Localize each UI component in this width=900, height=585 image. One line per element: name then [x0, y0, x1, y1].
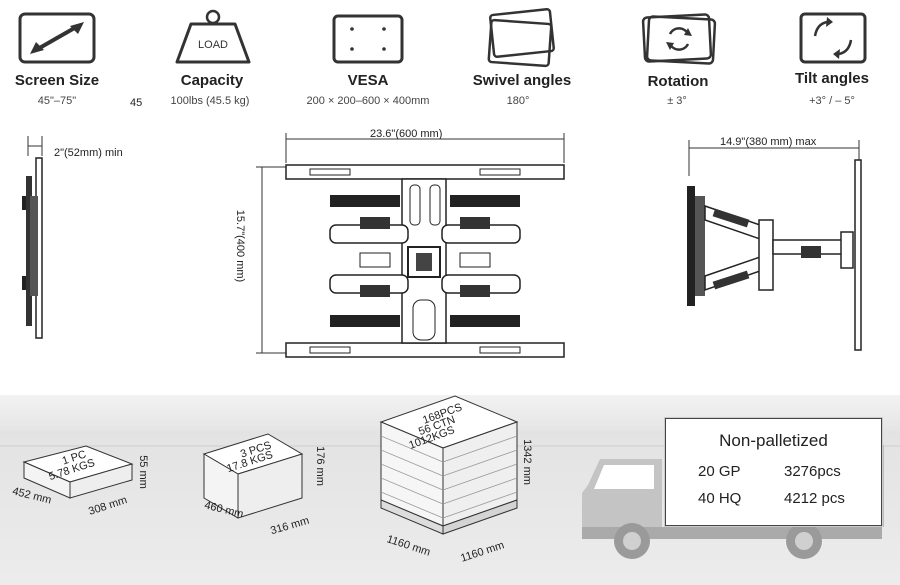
pallet-height: 1342 mm: [520, 439, 533, 485]
tilt-icon: [799, 12, 867, 64]
capacity-title: Capacity: [180, 72, 244, 89]
tilt-title: Tilt angles: [795, 70, 869, 87]
extended-side-drawing: [687, 140, 862, 351]
screen-size-value: 45"–75": [37, 95, 77, 107]
vesa-value: 200 × 200–600 × 400mm: [306, 95, 430, 107]
screen-size-title: Screen Size: [14, 72, 100, 89]
front-height-dim: 15.7"(400 mm): [234, 209, 247, 283]
diagonal-arrow-icon: [18, 12, 96, 64]
front-view-drawing: [256, 133, 565, 358]
rotation-title: Rotation: [647, 73, 709, 90]
carton-box-height: 176 mm: [313, 446, 326, 486]
capacity-value: 100lbs (45.5 kg): [170, 95, 250, 107]
container-qty-40hq: 4212 pcs: [784, 490, 845, 507]
container-title: Non-palletized: [719, 431, 828, 450]
side-profile-drawing: [22, 136, 43, 339]
rotation-value: ± 3°: [667, 95, 687, 107]
container-type-20gp: 20 GP: [698, 463, 741, 480]
front-width-dim: 23.6"(600 mm): [370, 128, 443, 140]
carton-box: [202, 433, 304, 519]
swivel-title: Swivel angles: [472, 72, 572, 89]
vesa-title: VESA: [347, 72, 389, 89]
side-profile-dim: 2"(52mm) min: [54, 147, 123, 159]
single-package-box: [22, 445, 134, 499]
swivel-value: 180°: [506, 95, 530, 107]
container-type-40hq: 40 HQ: [698, 490, 742, 507]
swivel-icon: [487, 8, 555, 68]
extension-dim: 14.9"(380 mm) max: [720, 136, 817, 148]
pallet-stack: [379, 395, 519, 535]
container-qty-20gp: 3276pcs: [784, 463, 841, 480]
rotation-icon: [641, 13, 717, 65]
tilt-value: +3° / – 5°: [809, 95, 855, 107]
screen-size-extra: 45: [130, 97, 143, 109]
single-box-height: 55 mm: [136, 455, 149, 489]
vesa-plate-icon: [332, 14, 404, 64]
weight-icon: LOAD: [175, 9, 251, 64]
container-card: Non-palletized 20 GP 3276pcs 40 HQ 4212 …: [665, 418, 882, 526]
weight-icon-text: LOAD: [198, 39, 228, 51]
